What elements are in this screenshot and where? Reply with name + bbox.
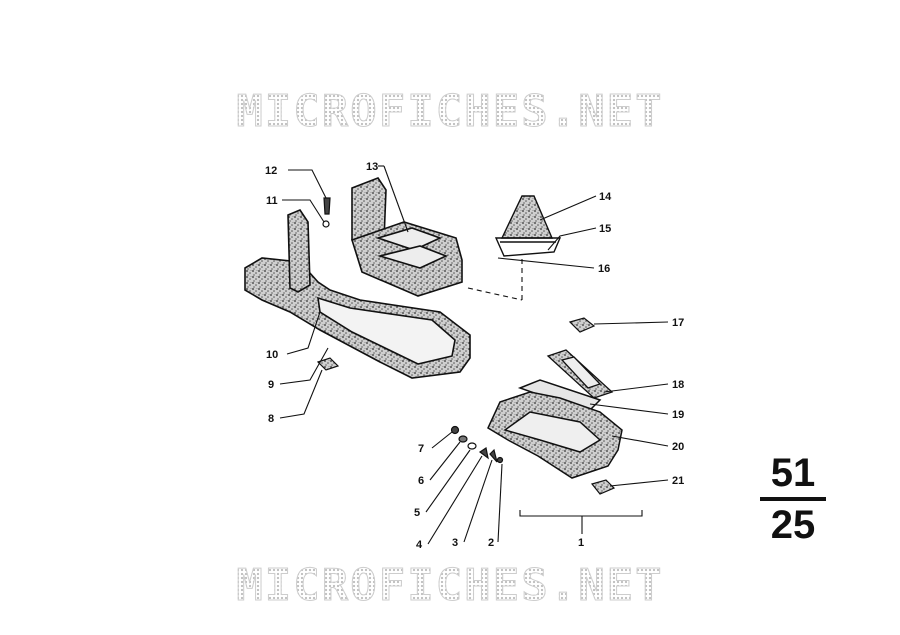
group-code-main: 51 [770, 451, 816, 495]
callout-6: 6 [418, 475, 424, 487]
callout-9: 9 [268, 379, 274, 391]
callout-18: 18 [672, 379, 684, 391]
callout-20: 20 [672, 441, 684, 453]
group-code-sub: 25 [770, 503, 816, 547]
callout-labels: 12 11 13 10 9 8 14 15 16 17 18 19 20 21 … [265, 161, 684, 551]
callout-12: 12 [265, 165, 277, 177]
callout-21: 21 [672, 475, 684, 487]
callout-4: 4 [416, 539, 423, 551]
callout-5: 5 [414, 507, 420, 519]
callout-17: 17 [672, 317, 684, 329]
callout-2: 2 [488, 537, 494, 549]
shift-boot [494, 195, 562, 257]
callout-7: 7 [418, 443, 424, 455]
part-21-nut [590, 479, 616, 495]
watermark-top: MICROFICHES.NET [0, 86, 900, 138]
callout-10: 10 [266, 349, 278, 361]
callout-1: 1 [578, 537, 584, 549]
fastener-hardware [316, 197, 504, 464]
rear-console [487, 379, 623, 479]
group-code-divider [760, 497, 826, 501]
callout-19: 19 [672, 409, 684, 421]
callout-13: 13 [366, 161, 378, 173]
callout-15: 15 [599, 223, 611, 235]
center-console-body [244, 177, 471, 379]
callout-14: 14 [599, 191, 612, 203]
part-17-clip [568, 317, 596, 333]
leader-lines [279, 165, 669, 545]
callout-11: 11 [266, 195, 278, 207]
watermark-bottom: MICROFICHES.NET [0, 560, 900, 612]
callout-16: 16 [598, 263, 610, 275]
callout-8: 8 [268, 413, 274, 425]
callout-3: 3 [452, 537, 458, 549]
part-18-cover-plate [546, 349, 614, 399]
group-code: 51 25 [756, 452, 830, 546]
